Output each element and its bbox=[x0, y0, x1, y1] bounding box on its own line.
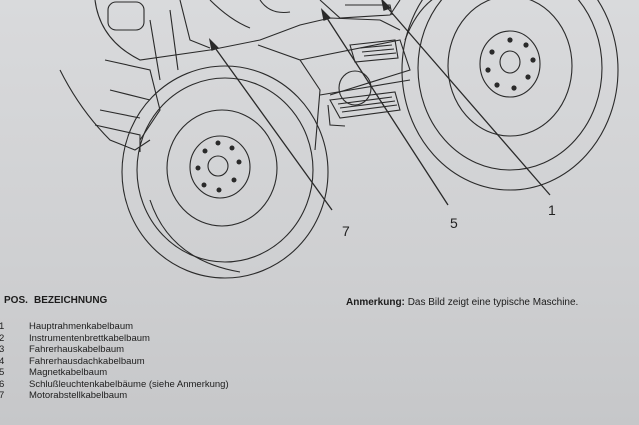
machine-body bbox=[59, 0, 411, 152]
legend-number: 4 bbox=[0, 355, 5, 367]
rear-wheel bbox=[401, 0, 619, 191]
note-text: Das Bild zeigt eine typische Maschine. bbox=[407, 297, 579, 308]
legend-label: Motorabstellkabelbaum bbox=[29, 390, 128, 401]
legend-label: Instrumentenbrettkabelbaum bbox=[29, 332, 150, 344]
legend-row: 1 Hauptrahmenkabelbaum bbox=[0, 321, 300, 333]
callout-7: 7 bbox=[342, 223, 350, 239]
legend-row: 6 Schlußleuchtenkabelbäume (siehe Anmerk… bbox=[0, 379, 300, 391]
legend-label: Schlußleuchtenkabelbäume (siehe Anmerkun… bbox=[29, 378, 229, 390]
front-wheel bbox=[121, 65, 329, 279]
column-header-pos: POS. bbox=[4, 295, 28, 306]
callout-5: 5 bbox=[450, 215, 458, 231]
leader-lines bbox=[208, 0, 551, 211]
parts-legend: 1 Hauptrahmenkabelbaum 2 Instrumentenbre… bbox=[0, 321, 300, 402]
legend-row: 7 Motorabstellkabelbaum bbox=[0, 390, 300, 402]
legend-number: 6 bbox=[0, 378, 5, 390]
legend-row: 2 Instrumentenbrettkabelbaum bbox=[0, 333, 300, 345]
legend-row: 4 Fahrerhausdachkabelbaum bbox=[0, 356, 300, 368]
legend-number: 2 bbox=[0, 332, 5, 344]
legend-label: Fahrerhausdachkabelbaum bbox=[29, 355, 145, 367]
legend-number: 1 bbox=[0, 321, 5, 332]
machine-wiring-illustration bbox=[59, 0, 619, 279]
note-label: Anmerkung: bbox=[346, 297, 405, 308]
legend-number: 5 bbox=[0, 367, 5, 378]
legend-row: 3 Fahrerhauskabelbaum bbox=[0, 344, 300, 356]
note: Anmerkung: Das Bild zeigt eine typische … bbox=[346, 297, 578, 308]
legend-label: Hauptrahmenkabelbaum bbox=[29, 321, 134, 332]
legend-number: 7 bbox=[0, 390, 5, 401]
legend-label: Magnetkabelbaum bbox=[29, 367, 108, 378]
column-header-bezeichnung: BEZEICHNUNG bbox=[34, 295, 108, 306]
legend-label: Fahrerhauskabelbaum bbox=[29, 344, 125, 355]
legend-row: 5 Magnetkabelbaum bbox=[0, 367, 300, 379]
callout-1: 1 bbox=[548, 202, 556, 218]
access-steps bbox=[327, 39, 401, 127]
legend-number: 3 bbox=[0, 344, 5, 355]
